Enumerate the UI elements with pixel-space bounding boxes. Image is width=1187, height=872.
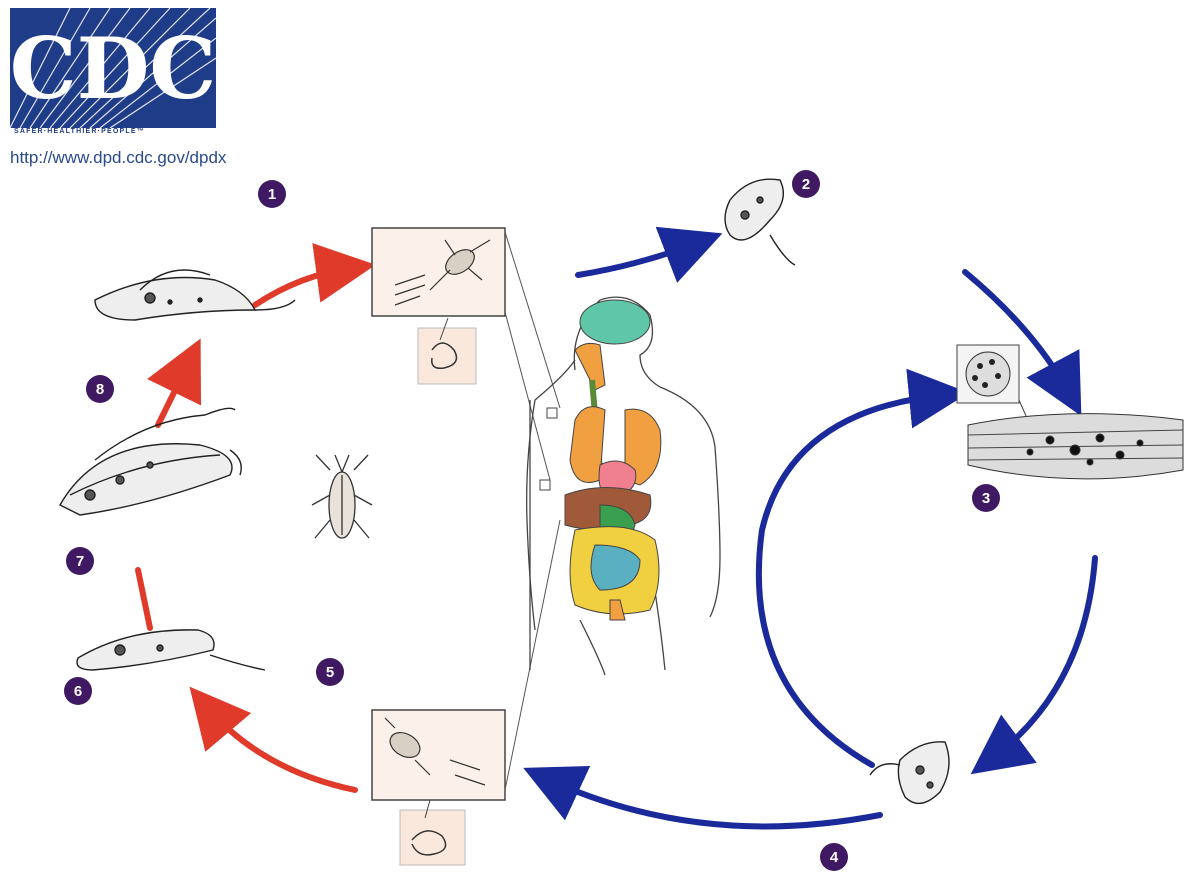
arrow-5: [205, 705, 355, 790]
arrow-8: [158, 360, 190, 425]
bug-bite-inset-top: [372, 228, 560, 480]
step-4-badge: 4: [820, 843, 848, 871]
arrow-to-2: [578, 242, 700, 275]
brain: [580, 300, 650, 344]
arrow-4-to-bug: [545, 778, 880, 826]
trypomastigote-2: [725, 179, 795, 265]
amastigotes-inset: [957, 345, 1030, 425]
step-3-badge: 3: [972, 484, 1000, 512]
trypomastigote-1: [95, 270, 295, 320]
epimastigote-6: [77, 630, 265, 670]
step-1-badge: 1: [258, 180, 286, 208]
step-6-badge: 6: [64, 677, 92, 705]
arrow-4-to-3-loop: [759, 395, 945, 765]
arrow-3-to-4: [990, 558, 1095, 760]
bug-bite-inset-bottom: [372, 520, 560, 865]
infected-muscle-tissue: [968, 414, 1183, 479]
step-7-badge: 7: [66, 547, 94, 575]
arrow-7: [138, 570, 150, 628]
trypomastigote-4: [870, 742, 949, 804]
step-2-badge: 2: [792, 170, 820, 198]
step-5-badge: 5: [316, 658, 344, 686]
step-8-badge: 8: [86, 375, 114, 403]
arrow-1-to-bug-bite: [255, 268, 352, 305]
epimastigotes-dividing: [60, 408, 241, 515]
triatomine-bug-icon: [312, 455, 372, 538]
